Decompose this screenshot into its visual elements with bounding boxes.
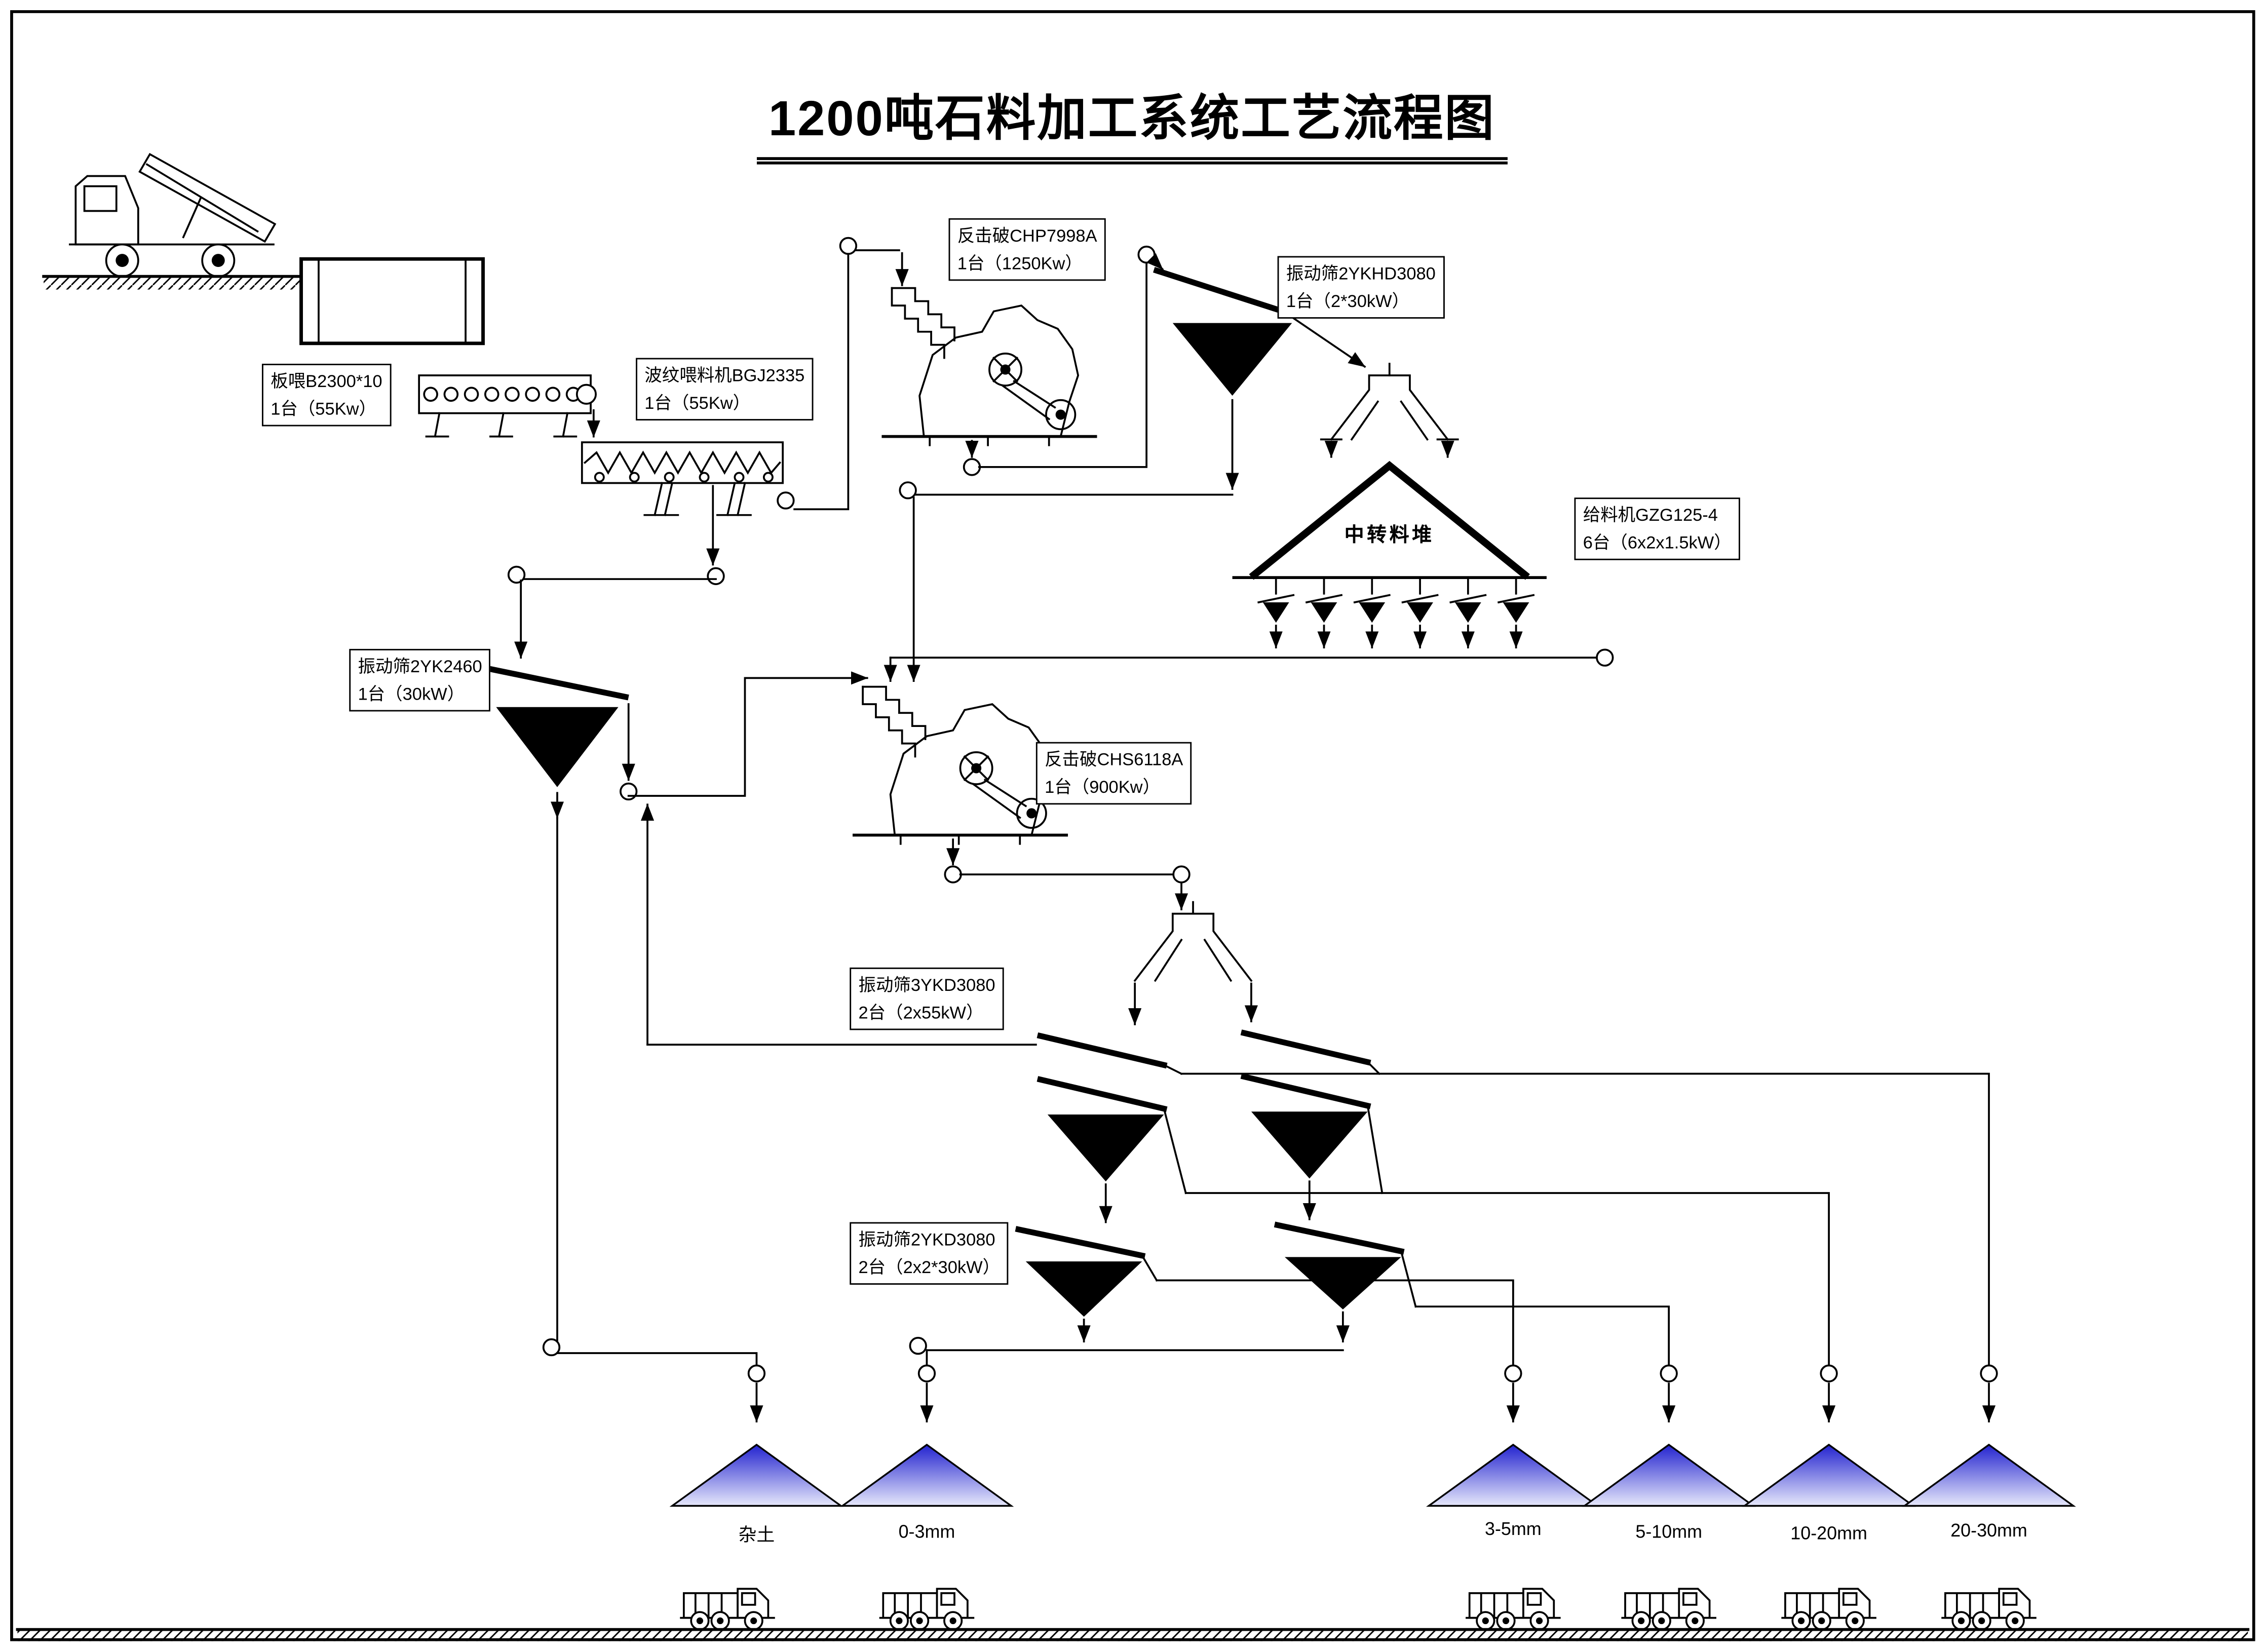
conveyor-screen1-oversize	[899, 399, 1239, 682]
product-piles	[671, 1444, 2075, 1507]
label-impact-crusher-1-line1: 反击破CHP7998A	[957, 225, 1097, 246]
pile-label-20-30mm: 20-30mm	[1950, 1520, 2027, 1541]
haul-trucks	[680, 1588, 2037, 1631]
label-screen-2yk2460-line1: 振动筛2YK2460	[358, 656, 482, 677]
label-screen-2ykd3080-line1: 振动筛2YKD3080	[858, 1229, 995, 1250]
label-screen-2yk2460: 振动筛2YK2460 1台（30kW）	[349, 648, 491, 712]
vibrating-screens-2ykd3080-machines	[1015, 1221, 1405, 1317]
label-screen-2ykd3080-line2: 2台（2x2*30kW）	[858, 1256, 1001, 1277]
ground-hatch-top	[42, 275, 304, 290]
conveyor-recycle	[640, 803, 1037, 1046]
label-feeder-gzg125-line1: 给料机GZG125-4	[1583, 505, 1718, 525]
stockpile-label: 中转料堆	[1344, 523, 1435, 546]
corrugated-feeder-machine	[581, 441, 784, 516]
label-impact-crusher-2-line2: 1台（900Kw）	[1045, 776, 1161, 797]
label-screen-2ykhd3080-line1: 振动筛2YKHD3080	[1286, 263, 1436, 284]
label-impact-crusher-2-line1: 反击破CHS6118A	[1045, 749, 1183, 770]
flow-screen1-to-distributor	[1290, 316, 1366, 368]
distributor-2	[1128, 901, 1258, 1025]
conveyor-3-5mm	[1140, 1254, 1522, 1423]
impact-crusher-2-machine	[854, 687, 1066, 844]
label-impact-crusher-1: 反击破CHP7998A 1台（1250Kw）	[948, 218, 1106, 281]
pile-label-waste-soil: 杂土	[738, 1524, 775, 1546]
label-corrugated-feeder: 波纹喂料机BGJ2335 1台（55Kw）	[636, 358, 814, 421]
transfer-stockpile	[1232, 460, 1547, 580]
conveyor-waste-soil	[542, 792, 766, 1423]
page-title-text: 1200吨石料加工系统工艺流程图	[756, 79, 1507, 160]
label-feeder-gzg125-line2: 6台（6x2x1.5kW）	[1583, 531, 1732, 553]
stockpile-feeders	[1258, 578, 1533, 647]
pile-5-10mm	[1583, 1444, 1754, 1507]
distributor-1	[1320, 363, 1459, 458]
pile-3-5mm	[1428, 1444, 1599, 1507]
conveyor-10-20mm	[1163, 1104, 1838, 1423]
conveyor-to-screen-2yk2460	[507, 485, 725, 659]
label-screen-2yk2460-line2: 1台（30kW）	[358, 683, 465, 704]
pile-label-10-20mm: 10-20mm	[1790, 1523, 1867, 1544]
vibrating-screen-2ykhd3080-machine	[1153, 266, 1296, 396]
label-feeder-gzg125: 给料机GZG125-4 6台（6x2x1.5kW）	[1574, 497, 1741, 561]
conveyor-to-crusher-1	[777, 237, 909, 511]
conveyor-crusher2-to-distributor	[944, 838, 1191, 910]
pile-10-20mm	[1743, 1444, 1914, 1507]
pile-waste-soil	[671, 1444, 842, 1507]
impact-crusher-1-machine	[883, 288, 1095, 445]
label-apron-feeder-line2: 1台（55Kw）	[271, 398, 376, 418]
conveyor-scalper-oversize	[620, 671, 868, 801]
conveyor-20-30mm	[1163, 1060, 1998, 1423]
label-screen-3ykd3080-line2: 2台（2x55kW）	[858, 1002, 984, 1022]
label-screen-3ykd3080: 振动筛3YKD3080 2台（2x55kW）	[850, 967, 1004, 1030]
pile-20-30mm	[1903, 1444, 2075, 1507]
dump-truck	[68, 152, 277, 278]
sheet-border	[10, 10, 2255, 1641]
pile-label-5-10mm: 5-10mm	[1635, 1522, 1703, 1543]
vibrating-screen-2yk2460-machine	[481, 664, 629, 787]
label-apron-feeder: 板喂B2300*10 1台（55Kw）	[261, 364, 391, 427]
conveyor-stockpile-to-crusher2	[884, 648, 1614, 682]
conveyor-5-10mm	[1400, 1250, 1678, 1423]
label-screen-2ykd3080: 振动筛2YKD3080 2台（2x2*30kW）	[850, 1222, 1009, 1285]
title-underline	[756, 160, 1507, 165]
label-impact-crusher-2: 反击破CHS6118A 1台（900Kw）	[1035, 742, 1192, 805]
label-screen-2ykhd3080-line2: 1台（2*30kW）	[1286, 290, 1410, 311]
apron-feeder-machine	[418, 374, 597, 438]
label-apron-feeder-line1: 板喂B2300*10	[271, 371, 382, 392]
vibrating-screens-3ykd3080-machines	[1036, 1029, 1371, 1182]
label-corrugated-feeder-line2: 1台（55Kw）	[644, 392, 751, 413]
label-corrugated-feeder-line1: 波纹喂料机BGJ2335	[644, 365, 805, 386]
conveyor-crusher1-to-screen1	[963, 245, 1164, 476]
pile-0-3mm	[841, 1444, 1012, 1507]
conveyor-0-3mm	[909, 1311, 1350, 1423]
ground-hatch-bottom	[16, 1628, 2250, 1641]
label-impact-crusher-1-line2: 1台（1250Kw）	[957, 252, 1083, 273]
receiving-hopper	[299, 257, 485, 345]
pile-label-3-5mm: 3-5mm	[1485, 1519, 1542, 1540]
page-title: 1200吨石料加工系统工艺流程图	[756, 79, 1507, 165]
label-screen-2ykhd3080: 振动筛2YKHD3080 1台（2*30kW）	[1277, 256, 1445, 319]
label-screen-3ykd3080-line1: 振动筛3YKD3080	[858, 975, 995, 995]
pile-label-0-3mm: 0-3mm	[898, 1522, 955, 1543]
